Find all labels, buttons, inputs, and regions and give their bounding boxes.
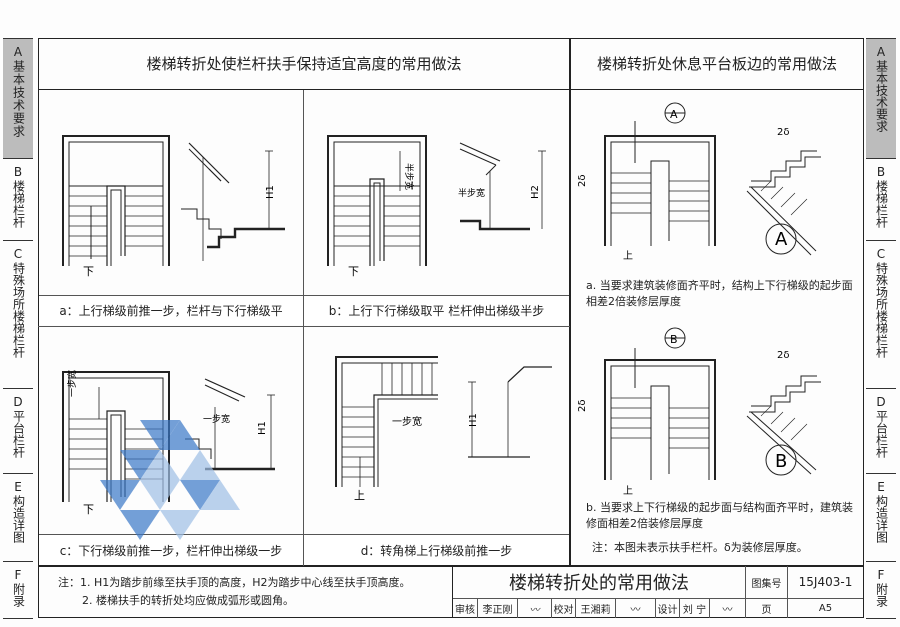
label-up: 上 (623, 485, 633, 497)
left-tab-b[interactable]: B 楼梯栏杆 (3, 159, 33, 241)
reviewer-signature: 〰 (517, 599, 551, 618)
tab-label: 基本技术要求 (874, 60, 889, 132)
right-panel-frame (570, 38, 864, 566)
detail-a-label: A (775, 229, 788, 250)
drawing-a: 下 H1 (62, 135, 285, 278)
left-panel-title: 楼梯转折处使栏杆扶手保持适宜高度的常用做法 (38, 38, 570, 90)
tab-label: 构造详图 (11, 495, 26, 543)
caption-b: b：上行下行梯级取平 栏杆伸出梯级半步 (304, 295, 569, 325)
right-text-a: a. 当要求建筑装修面齐平时，结构上下行梯级的起步面相差2倍装修层厚度 (586, 279, 853, 308)
two-delta-label: 2δ (777, 127, 789, 138)
left-tab-c[interactable]: C 特殊场所楼梯栏杆 (3, 241, 33, 389)
detail-a-marker-label: A (670, 108, 678, 121)
detail-b-marker-label: B (670, 333, 678, 346)
bottom-frame (38, 566, 864, 618)
tab-label: 楼梯栏杆 (874, 180, 889, 228)
label-h1: H1 (257, 421, 268, 435)
right-tab-f[interactable]: F 附录 (866, 562, 896, 619)
caption-c: c：下行梯级前推一步，栏杆伸出梯级一步 (39, 534, 303, 565)
atlas-label: 图集号 (745, 566, 787, 599)
reviewer-name: 李正刚 (477, 599, 517, 618)
tab-label: 附录 (11, 583, 26, 607)
label-down: 下 (83, 265, 94, 278)
page-number: A5 (787, 599, 863, 618)
tab-letter: B (13, 165, 23, 179)
review-label: 审核 (455, 605, 475, 616)
tab-letter: A (876, 45, 886, 59)
label-one-step-plan: 一步宽 (66, 370, 78, 397)
caption-a: a：上行梯级前推一步，栏杆与下行梯级平 (39, 295, 303, 325)
drawing-title: 楼梯转折处的常用做法 (453, 566, 745, 599)
tab-letter: B (876, 165, 886, 179)
tab-label: 特殊场所楼梯栏杆 (11, 262, 26, 358)
tab-label: 特殊场所楼梯栏杆 (874, 262, 889, 358)
right-text-b: b. 当要求上下行梯级的起步面与结构面齐平时，建筑装修面相差2倍装修层厚度 (586, 501, 853, 530)
left-tab-d[interactable]: D 平台栏杆 (3, 389, 33, 474)
detail-b-label: B (775, 451, 787, 472)
left-tab-strip: A 基本技术要求 B 楼梯栏杆 C 特殊场所楼梯栏杆 D 平台栏杆 E 构造详图… (3, 38, 33, 619)
watermark-logo (100, 420, 240, 540)
panel-divider-horizontal (38, 326, 570, 327)
tab-letter: D (876, 395, 886, 409)
left-tab-a[interactable]: A 基本技术要求 (3, 39, 33, 159)
left-tab-f[interactable]: F 附录 (3, 562, 33, 619)
right-panel-title: 楼梯转折处休息平台板边的常用做法 (570, 38, 864, 90)
checker-signature: 〰 (615, 599, 655, 618)
right-tab-b[interactable]: B 楼梯栏杆 (866, 159, 896, 241)
label-up: 上 (623, 250, 633, 262)
right-tab-e[interactable]: E 构造详图 (866, 474, 896, 562)
right-detail-b: B B 2δ 2δ 上 (577, 327, 821, 497)
tab-label: 楼梯栏杆 (11, 180, 26, 228)
label-one-step-section: 一步宽 (203, 413, 230, 425)
label-down: 下 (348, 265, 359, 278)
drawing-d: 一步宽 H1 上 (335, 356, 552, 502)
designer-name: 刘 宁 (679, 599, 709, 618)
right-detail-a: A A 2δ 2δ 上 (577, 102, 821, 262)
tab-label: 平台栏杆 (11, 410, 26, 458)
right-note: 注：本图未表示扶手栏杆。δ为装修层厚度。 (592, 541, 808, 554)
caption-d: d：转角梯上行梯级前推一步 (304, 534, 569, 565)
page-label: 页 (745, 599, 787, 618)
title-block: 楼梯转折处的常用做法 图集号 15J403-1 审核 李正刚 〰 校对 王湘莉 … (452, 566, 864, 618)
label-h1: H1 (265, 185, 276, 199)
tab-label: 附录 (874, 583, 889, 607)
label-h2: H2 (530, 185, 541, 199)
tab-letter: D (13, 395, 23, 409)
tab-letter: E (14, 480, 22, 494)
label-half-step-plan: 半步宽 (403, 163, 415, 190)
footnote-line-2: 2. 楼梯扶手的转折处均应做成弧形或圆角。 (82, 594, 294, 607)
label-down: 下 (83, 503, 94, 516)
check-label: 校对 (551, 599, 575, 618)
label-h1: H1 (468, 413, 479, 427)
tab-letter: C (876, 247, 886, 261)
right-tab-strip: A 基本技术要求 B 楼梯栏杆 C 特殊场所楼梯栏杆 D 平台栏杆 E 构造详图… (866, 38, 896, 619)
tab-letter: C (13, 247, 23, 261)
label-one-step-plan: 一步宽 (392, 415, 422, 428)
right-tab-d[interactable]: D 平台栏杆 (866, 389, 896, 474)
footnote-line-1: 注：1. H1为踏步前缘至扶手顶的高度，H2为踏步中心线至扶手顶高度。 (58, 576, 411, 589)
tab-letter: A (13, 45, 23, 59)
two-delta-label: 2δ (777, 350, 789, 361)
left-panel-frame (38, 38, 570, 566)
tab-letter: F (877, 568, 885, 582)
left-tab-e[interactable]: E 构造详图 (3, 474, 33, 562)
panel-divider-vertical (303, 90, 304, 566)
checker-name: 王湘莉 (575, 599, 615, 618)
label-half-step-section: 半步宽 (458, 187, 485, 199)
tab-label: 平台栏杆 (874, 410, 889, 458)
designer-signature: 〰 (709, 599, 745, 618)
right-tab-c[interactable]: C 特殊场所楼梯栏杆 (866, 241, 896, 389)
tab-label: 构造详图 (874, 495, 889, 543)
tab-label: 基本技术要求 (11, 60, 26, 138)
design-label: 设计 (655, 599, 679, 618)
two-delta-label: 2δ (577, 400, 588, 412)
tab-letter: E (877, 480, 885, 494)
right-tab-a[interactable]: A 基本技术要求 (866, 39, 896, 159)
label-up: 上 (354, 489, 365, 502)
atlas-number: 15J403-1 (787, 566, 863, 599)
two-delta-label: 2δ (577, 175, 588, 187)
drawing-b: 半步宽 半步宽 H2 下 (327, 135, 546, 278)
tab-letter: F (14, 568, 22, 582)
